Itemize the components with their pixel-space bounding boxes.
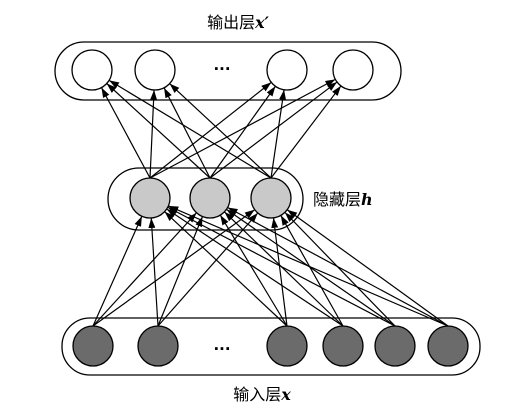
input-nodes bbox=[72, 325, 469, 367]
edge-input-to-hidden bbox=[157, 212, 259, 327]
input-layer-title: 输入层x bbox=[233, 385, 291, 404]
input-node bbox=[322, 325, 364, 367]
edge-input-to-hidden bbox=[166, 208, 344, 327]
edge-input-to-hidden bbox=[226, 208, 396, 327]
edge-input-to-hidden bbox=[92, 212, 197, 327]
edge-hidden-to-output bbox=[106, 83, 211, 179]
output-node bbox=[332, 49, 374, 91]
edge-hidden-to-output bbox=[100, 87, 151, 179]
edge-hidden-to-output bbox=[149, 89, 158, 179]
hidden-node bbox=[129, 177, 171, 219]
edge-hidden-to-output bbox=[163, 87, 211, 179]
edge-input-to-hidden bbox=[223, 211, 344, 327]
output-layer-title: 输出层x′ bbox=[207, 13, 270, 32]
edge-input-to-hidden bbox=[148, 217, 159, 327]
output-node bbox=[134, 49, 176, 91]
edge-input-to-hidden bbox=[227, 206, 449, 327]
edge-hidden-to-output bbox=[270, 85, 342, 179]
hidden-node bbox=[189, 177, 231, 219]
edge-hidden-to-output bbox=[149, 78, 336, 179]
edge-input-to-hidden bbox=[92, 216, 143, 327]
edge-hidden-to-output bbox=[270, 89, 287, 179]
edge-input-to-hidden bbox=[157, 216, 204, 327]
edge-hidden-to-output bbox=[209, 85, 276, 179]
edge-input-to-hidden bbox=[280, 215, 344, 327]
edge-hidden-to-output bbox=[108, 79, 272, 179]
input-layer-label: 输入层 bbox=[233, 385, 281, 404]
edge-hidden-to-output bbox=[149, 81, 272, 179]
input-layer-variable: x bbox=[280, 385, 291, 404]
input-node bbox=[266, 325, 308, 367]
edge-input-to-hidden bbox=[164, 211, 288, 327]
output-nodes bbox=[71, 49, 374, 91]
input-layer-ellipsis: ... bbox=[213, 336, 230, 354]
edge-input-to-hidden bbox=[168, 205, 449, 327]
input-node bbox=[72, 325, 114, 367]
output-layer-label: 输出层 bbox=[207, 13, 255, 32]
edge-input-to-hidden bbox=[271, 217, 288, 327]
hidden-nodes bbox=[129, 177, 292, 219]
input-node bbox=[374, 325, 416, 367]
edge-input-to-hidden bbox=[167, 206, 396, 327]
input-node bbox=[137, 325, 179, 367]
hidden-layer-label: 隐藏层 bbox=[313, 190, 361, 209]
edge-input-to-hidden bbox=[92, 209, 256, 327]
output-layer-ellipsis: ... bbox=[213, 56, 230, 74]
output-node bbox=[71, 49, 113, 91]
edge-hidden-to-output bbox=[209, 81, 338, 179]
output-node bbox=[266, 49, 308, 91]
edge-input-to-hidden bbox=[284, 211, 396, 327]
edge-input-to-hidden bbox=[286, 209, 449, 327]
output-layer-variable: x′ bbox=[254, 13, 270, 32]
hidden-layer-title: 隐藏层h bbox=[313, 190, 373, 209]
input-node bbox=[427, 325, 469, 367]
hidden-layer-variable: h bbox=[361, 190, 373, 209]
edges-group bbox=[92, 78, 449, 327]
edge-input-to-hidden bbox=[219, 214, 288, 327]
edge-hidden-to-output bbox=[169, 83, 272, 179]
hidden-node bbox=[250, 177, 292, 219]
